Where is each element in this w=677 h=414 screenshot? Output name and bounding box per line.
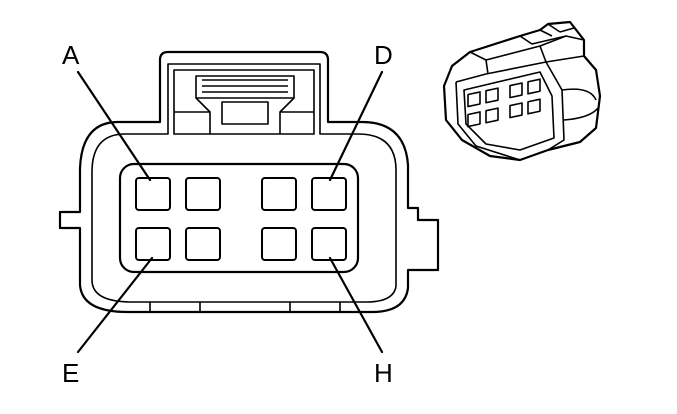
cavity-field: [118, 162, 360, 274]
bottom-ribs: [149, 302, 341, 312]
inner-housing: [91, 63, 397, 303]
perspective-face-inner: [463, 71, 555, 151]
leader-line-e: [76, 256, 154, 354]
leader-line-h: [328, 256, 384, 354]
latch: [173, 69, 315, 135]
perspective-side: [561, 88, 599, 121]
label-h: H: [374, 358, 393, 388]
pin-g: [261, 227, 297, 261]
perspective-latch: [519, 23, 585, 45]
pin-c: [261, 177, 297, 211]
label-d: D: [374, 40, 393, 70]
pin-e: [135, 227, 171, 261]
label-a: A: [62, 40, 80, 70]
leader-line-d: [328, 70, 384, 182]
pin-b: [185, 177, 221, 211]
leader-line-a: [76, 70, 152, 182]
pin-a: [135, 177, 171, 211]
perspective-pins: [467, 78, 541, 128]
outer-housing: [58, 50, 440, 314]
pin-d: [311, 177, 347, 211]
pin-f: [185, 227, 221, 261]
connector-face: A D E H: [58, 40, 440, 388]
perspective-face: [455, 61, 565, 161]
label-e: E: [62, 358, 79, 388]
pin-h: [311, 227, 347, 261]
connector-perspective: [442, 20, 602, 162]
perspective-ridge: [469, 35, 585, 75]
